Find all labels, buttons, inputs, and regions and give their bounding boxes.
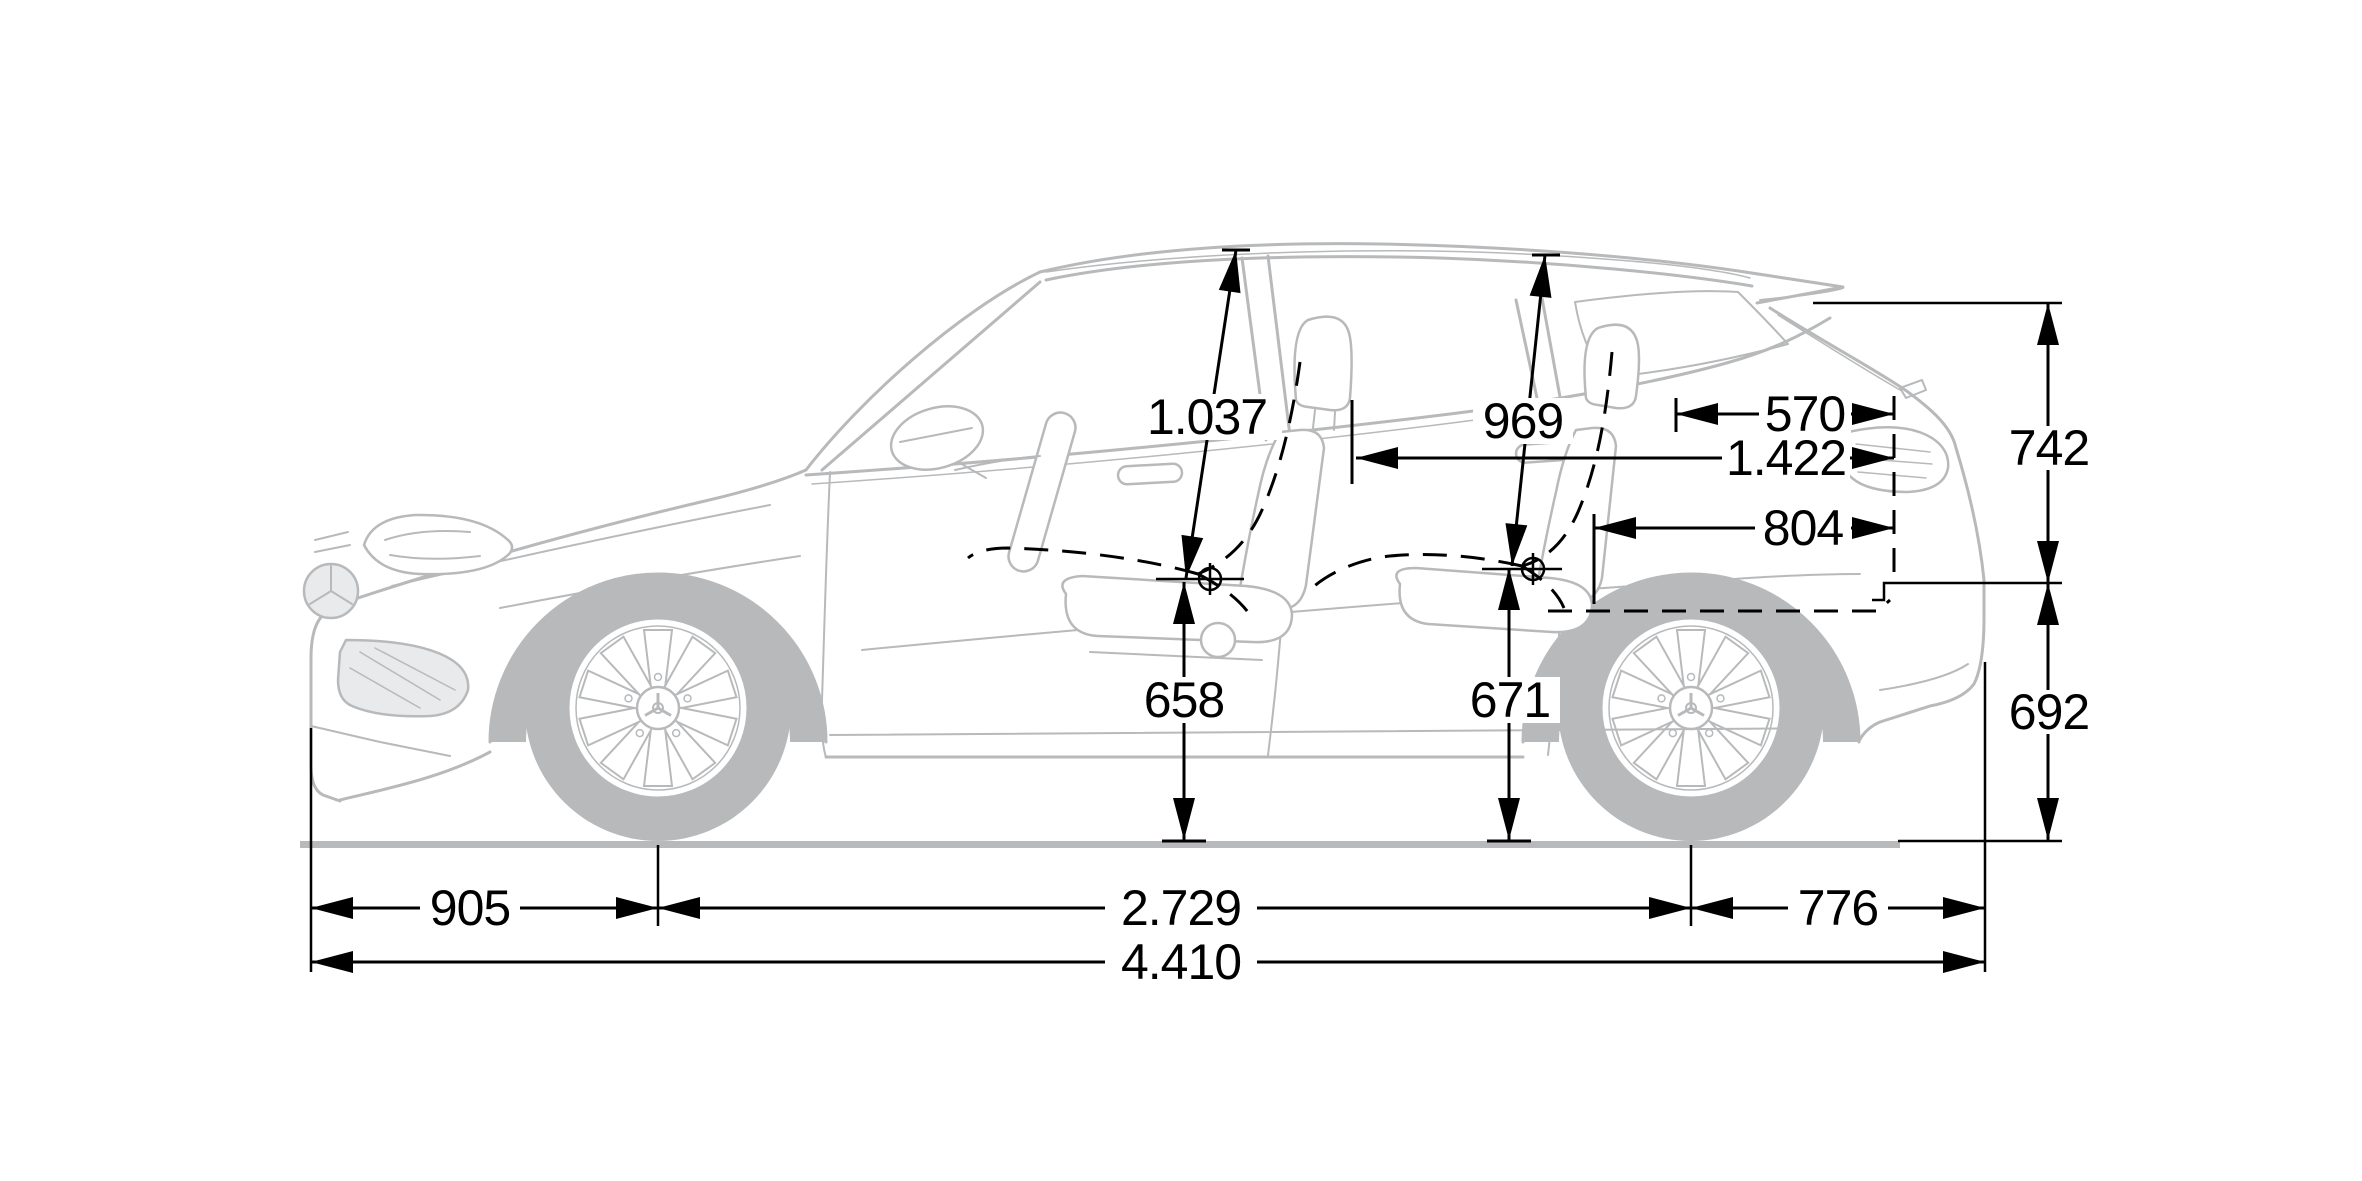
rear-opening-height-label: 742: [2009, 420, 2089, 476]
front-air-intake: [336, 638, 470, 718]
rear-seat: [1395, 323, 1641, 634]
front-seat: [1061, 315, 1353, 661]
dimension-annotations: 905 2.729 776 4.410 742 692 1.037 969 65…: [309, 248, 2099, 990]
headlight: [362, 513, 514, 576]
load-length-floor-label: 804: [1763, 500, 1844, 556]
steering-wheel: [954, 411, 1077, 573]
rear-seat-height-label: 671: [1470, 672, 1550, 728]
front-seat-reference-marker: [1156, 563, 1244, 595]
rear-overhang-label: 776: [1798, 880, 1878, 936]
car-illustration: [300, 242, 1986, 848]
load-sill-height-label: 692: [2009, 684, 2089, 740]
label-boxes: [420, 392, 2099, 984]
dimension-labels: 905 2.729 776 4.410 742 692 1.037 969 65…: [430, 386, 2090, 990]
reference-lines: [309, 248, 2062, 972]
rear-interior-height-label: 969: [1483, 393, 1563, 449]
rear-fender-arch: [1521, 572, 1861, 744]
side-mirror: [889, 405, 987, 479]
load-width-upper-label: 570: [1765, 386, 1845, 442]
load-length-max-label: 1.422: [1726, 430, 1846, 486]
front-door-handle: [1116, 462, 1184, 486]
front-overhang-label: 905: [430, 880, 510, 936]
rear-seat-reference-marker: [1482, 553, 1562, 585]
front-fender-arch: [488, 572, 828, 744]
front-seat-height-label: 658: [1144, 672, 1224, 728]
front-interior-height-label: 1.037: [1147, 389, 1267, 445]
wheelbase-label: 2.729: [1121, 880, 1241, 936]
front-wheel: [508, 575, 808, 841]
grille-star-badge: [302, 531, 360, 620]
overall-length-label: 4.410: [1121, 934, 1241, 990]
ground-line: [300, 841, 1900, 848]
